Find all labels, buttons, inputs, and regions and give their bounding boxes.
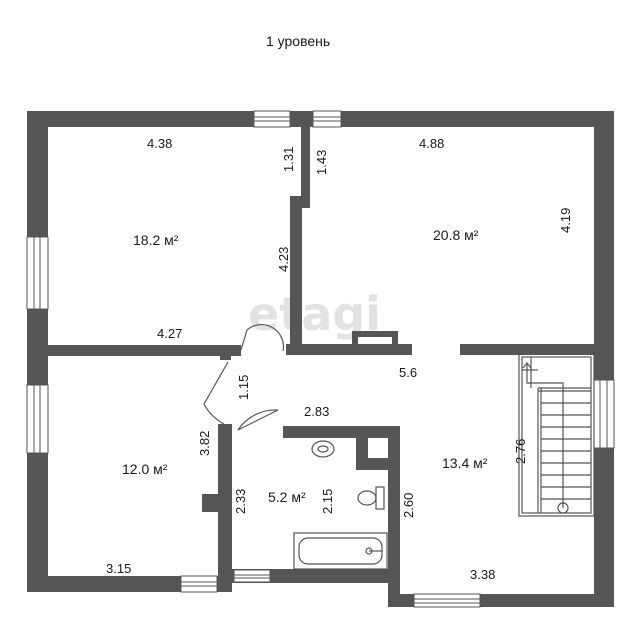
dim-215: 2.15 bbox=[320, 489, 335, 514]
dim-419: 4.19 bbox=[558, 208, 573, 233]
window-bottom-left bbox=[180, 575, 218, 593]
dim-382: 3.82 bbox=[197, 431, 212, 456]
dim-115: 1.15 bbox=[236, 375, 251, 400]
room-area-top-left: 18.2 м² bbox=[133, 232, 179, 248]
partition-top-lower bbox=[290, 196, 302, 353]
window-top-right bbox=[312, 110, 342, 128]
dim-260: 2.60 bbox=[401, 493, 416, 518]
staircase bbox=[518, 353, 595, 517]
shaft-inner bbox=[368, 438, 388, 458]
partition-mid-center bbox=[286, 344, 412, 355]
partition-bedroom-bath-upper bbox=[220, 345, 231, 360]
doors bbox=[203, 324, 285, 431]
wall-niche-inner bbox=[358, 337, 392, 344]
door-top-left-room bbox=[240, 324, 285, 352]
plan-title: 1 уровень bbox=[266, 33, 330, 49]
room-area-top-right: 20.8 м² bbox=[433, 227, 479, 243]
bathroom-wall-right bbox=[388, 426, 400, 607]
bathtub bbox=[293, 532, 388, 570]
windows bbox=[26, 110, 615, 608]
dim-131: 1.31 bbox=[281, 147, 296, 172]
outer-wall-right bbox=[594, 111, 614, 607]
room-area-hall: 13.4 м² bbox=[442, 455, 488, 471]
dim-143: 1.43 bbox=[314, 150, 329, 175]
room-area-bottom-left: 12.0 м² bbox=[122, 461, 168, 477]
dim-427: 4.27 bbox=[157, 326, 182, 341]
partition-top-upper bbox=[301, 111, 310, 206]
sink bbox=[311, 440, 335, 458]
room-area-bathroom: 5.2 м² bbox=[268, 489, 306, 505]
stair-steps bbox=[522, 357, 591, 500]
door-bottom-left-room bbox=[203, 361, 229, 425]
window-bottom-right bbox=[413, 593, 481, 608]
dim-423: 4.23 bbox=[276, 247, 291, 272]
dim-233: 2.33 bbox=[233, 489, 248, 514]
dim-276: 2.76 bbox=[513, 439, 528, 464]
dim-338: 3.38 bbox=[470, 567, 495, 582]
dim-438: 4.38 bbox=[147, 136, 172, 151]
window-left-lower bbox=[26, 384, 49, 454]
partition-bedroom-bath bbox=[218, 424, 232, 592]
partition-mid-right bbox=[460, 344, 614, 355]
window-bottom-bath bbox=[233, 569, 271, 583]
stair-direction-arrow bbox=[526, 364, 564, 508]
door-bathroom bbox=[237, 409, 279, 431]
window-top-left bbox=[253, 110, 291, 128]
partition-top-jog bbox=[290, 196, 310, 208]
wall-stub-left bbox=[202, 494, 224, 512]
dim-283: 2.83 bbox=[304, 404, 329, 419]
outer-wall-bottom-left bbox=[27, 576, 224, 592]
dim-315: 3.15 bbox=[106, 561, 131, 576]
dim-488: 4.88 bbox=[419, 136, 444, 151]
window-left-upper bbox=[26, 236, 49, 310]
toilet bbox=[357, 486, 385, 510]
window-right bbox=[593, 379, 615, 449]
partition-mid-left bbox=[27, 345, 241, 356]
dim-56: 5.6 bbox=[399, 365, 417, 380]
